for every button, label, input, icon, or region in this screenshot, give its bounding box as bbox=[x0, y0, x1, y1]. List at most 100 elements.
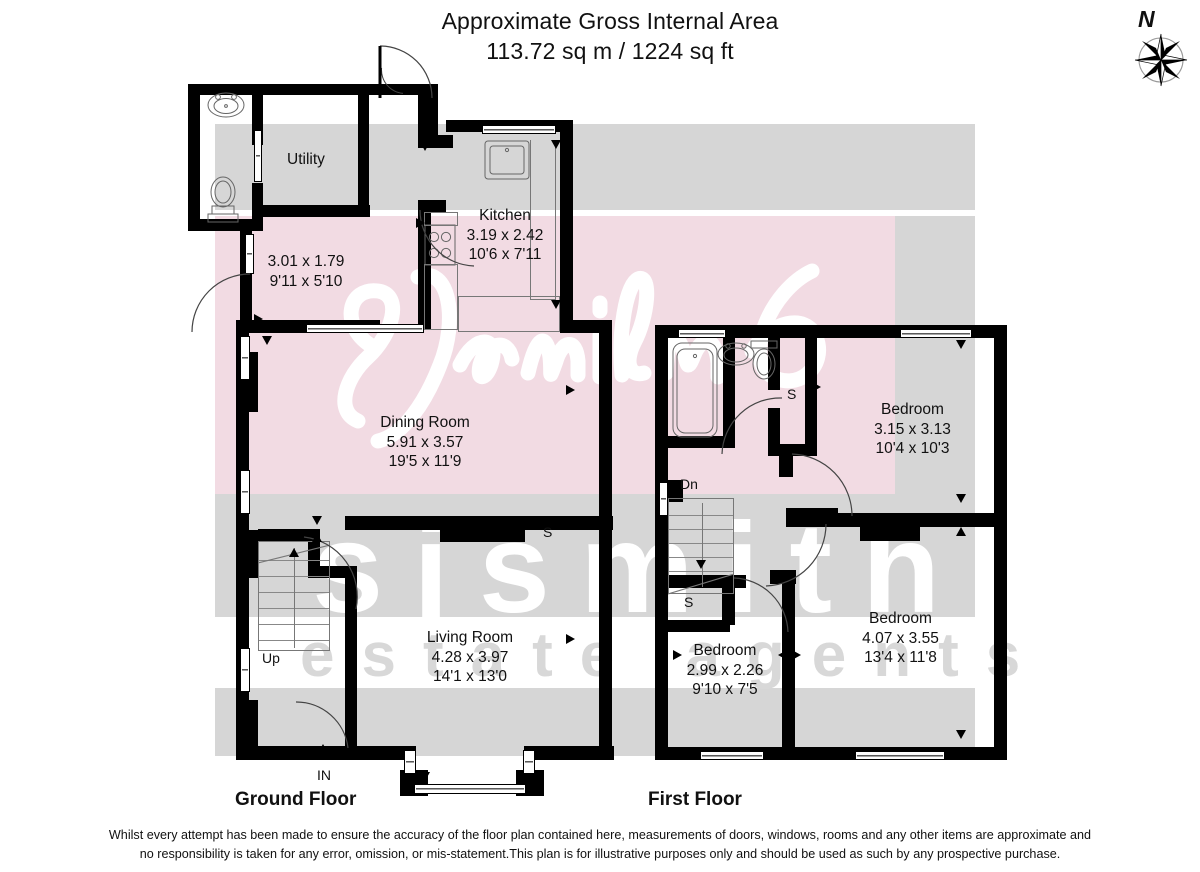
wall bbox=[723, 338, 735, 448]
room-imperial: 14'1 x 13'0 bbox=[432, 668, 507, 685]
staircase-down bbox=[668, 498, 734, 594]
dimension-arrow bbox=[416, 218, 425, 228]
compass-rose-graphic bbox=[1134, 33, 1188, 87]
wall bbox=[258, 529, 320, 541]
ground-floor-label: Ground Floor bbox=[235, 789, 357, 810]
door-swing bbox=[791, 453, 853, 517]
window bbox=[240, 470, 250, 514]
wall bbox=[308, 566, 356, 578]
toilet-icon bbox=[207, 176, 239, 223]
entry-label: IN bbox=[317, 767, 331, 783]
wall bbox=[722, 575, 735, 625]
wall bbox=[252, 95, 263, 145]
wall bbox=[236, 530, 258, 578]
stair-down-label: Dn bbox=[680, 476, 698, 492]
dimension-arrow bbox=[420, 772, 430, 781]
compass-rose-icon: N bbox=[1118, 6, 1198, 92]
dimension-arrow bbox=[551, 300, 561, 309]
stair-down-arrow bbox=[696, 560, 706, 569]
wall bbox=[668, 620, 730, 632]
storage-label: S bbox=[787, 386, 797, 402]
room-label-bedroom-2: Bedroom 4.07 x 3.55 13'4 x 11'8 bbox=[828, 609, 973, 668]
wall bbox=[779, 455, 793, 477]
dimension-arrow bbox=[785, 584, 795, 593]
front-door-swing bbox=[295, 701, 349, 749]
room-metric: 3.15 x 3.13 bbox=[874, 420, 951, 438]
room-label-bedroom-1: Bedroom 3.15 x 3.13 10'4 x 10'3 bbox=[840, 400, 985, 459]
door-swing bbox=[765, 523, 827, 587]
worktop bbox=[530, 140, 556, 300]
dimension-arrow bbox=[262, 336, 272, 345]
wall bbox=[905, 513, 1007, 527]
room-metric: 5.91 x 3.57 bbox=[386, 433, 464, 451]
storage-label: S bbox=[684, 594, 694, 610]
wall bbox=[236, 700, 258, 748]
stair-up-arrow bbox=[289, 548, 299, 557]
dimension-arrow bbox=[812, 382, 821, 392]
room-metric: 4.28 x 3.97 bbox=[431, 648, 509, 666]
first-floor-label: First Floor bbox=[648, 789, 742, 810]
window bbox=[254, 130, 262, 182]
dimension-arrow bbox=[998, 650, 1007, 660]
room-metric: 3.01 x 1.79 bbox=[267, 253, 345, 270]
room-name: Kitchen bbox=[479, 207, 531, 224]
stair-nosing bbox=[668, 573, 734, 595]
wall bbox=[768, 444, 816, 456]
bathtub-icon bbox=[672, 342, 718, 438]
disclaimer-line-1: Whilst every attempt has been made to en… bbox=[108, 828, 1092, 842]
wall bbox=[418, 200, 446, 212]
window bbox=[659, 482, 668, 516]
wall bbox=[655, 325, 668, 760]
room-label-dining: Dining Room 5.91 x 3.57 19'5 x 11'9 bbox=[350, 413, 500, 472]
dimension-arrow bbox=[778, 650, 787, 660]
staircase-up bbox=[258, 541, 330, 651]
window bbox=[482, 125, 556, 134]
worktop bbox=[458, 296, 560, 332]
stair-up-label: Up bbox=[262, 650, 280, 666]
compass-north-label: N bbox=[1138, 6, 1155, 32]
wall bbox=[440, 516, 525, 542]
room-name: Bedroom bbox=[693, 642, 757, 659]
door-swing bbox=[191, 273, 251, 333]
dimension-arrow bbox=[566, 385, 575, 395]
room-name: Bedroom bbox=[881, 401, 944, 418]
disclaimer-line-2: no responsibility is taken for any error… bbox=[139, 847, 1061, 861]
dimension-arrow bbox=[420, 142, 430, 151]
wall bbox=[768, 338, 780, 390]
wall bbox=[524, 746, 614, 760]
dimension-arrow bbox=[956, 730, 966, 739]
dimension-arrow bbox=[956, 340, 966, 349]
toilet-icon bbox=[750, 340, 778, 380]
dimension-arrow bbox=[792, 650, 801, 660]
dimension-arrow bbox=[956, 494, 966, 503]
washbasin-icon bbox=[207, 92, 245, 118]
room-name: Bedroom bbox=[869, 610, 932, 627]
wall bbox=[358, 95, 369, 215]
room-name: Living Room bbox=[426, 629, 514, 646]
window bbox=[240, 648, 250, 692]
room-label-utility: Utility bbox=[248, 150, 364, 170]
wall bbox=[599, 320, 612, 760]
kitchen-sink-icon bbox=[484, 140, 530, 180]
room-imperial: 13'4 x 11'8 bbox=[864, 649, 937, 666]
window bbox=[900, 329, 972, 338]
dimension-arrow bbox=[348, 634, 357, 644]
window bbox=[414, 784, 526, 794]
room-metric: 4.07 x 3.55 bbox=[862, 629, 939, 647]
wall bbox=[188, 84, 200, 230]
wall bbox=[513, 516, 613, 530]
window bbox=[855, 751, 945, 760]
room-imperial: 19'5 x 11'9 bbox=[388, 453, 462, 470]
dimension-arrow bbox=[254, 314, 263, 324]
dimension-arrow bbox=[566, 634, 575, 644]
wall bbox=[668, 436, 734, 448]
dimension-arrow bbox=[998, 382, 1007, 392]
window bbox=[240, 336, 250, 380]
room-imperial: 9'10 x 7'5 bbox=[692, 681, 758, 698]
entry-arrow bbox=[318, 744, 328, 753]
window bbox=[678, 329, 726, 338]
room-name: Dining Room bbox=[380, 414, 470, 431]
window bbox=[700, 751, 764, 760]
room-metric: 3.19 x 2.42 bbox=[466, 226, 544, 244]
